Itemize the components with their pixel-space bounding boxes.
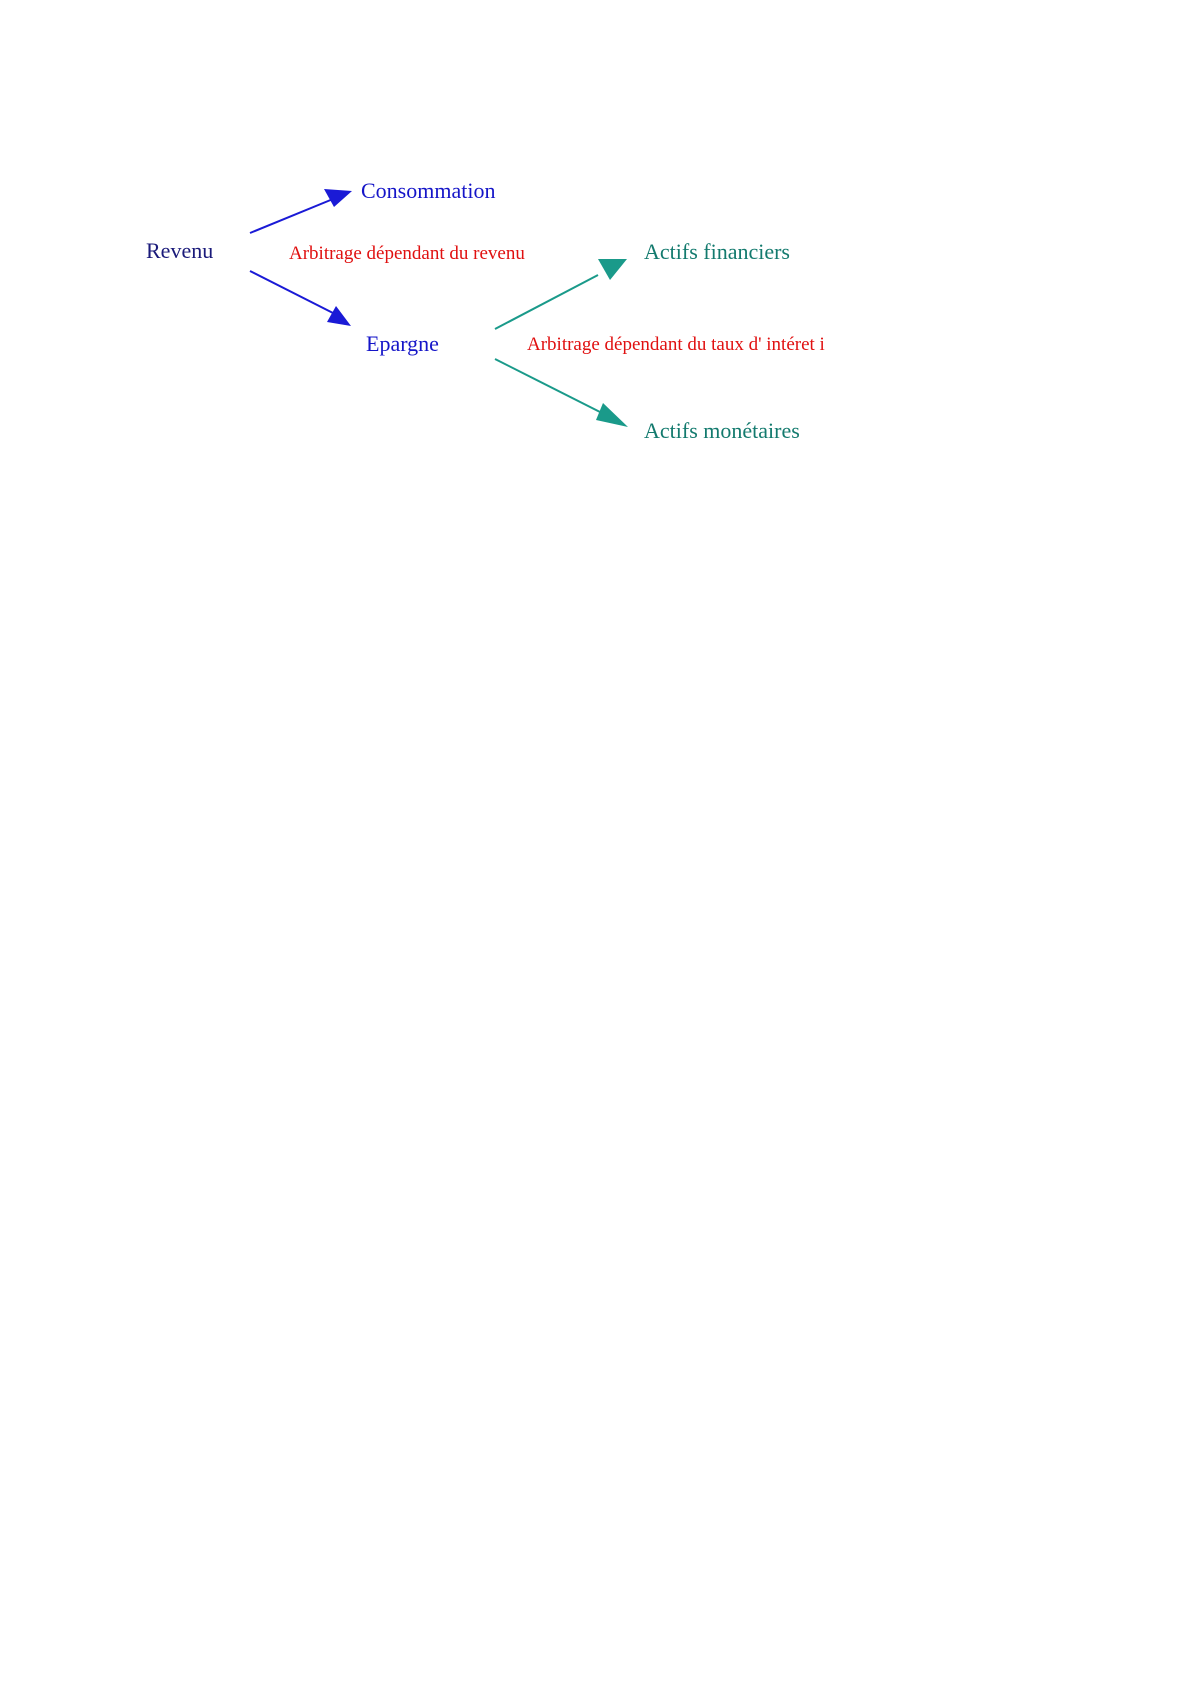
node-actifs-monetaires: Actifs monétaires bbox=[644, 418, 800, 443]
node-actifs-financiers: Actifs financiers bbox=[644, 239, 790, 264]
arrow-revenu-to-epargne bbox=[250, 271, 351, 326]
node-consommation: Consommation bbox=[361, 178, 495, 203]
node-revenu: Revenu bbox=[146, 238, 213, 263]
annotation-arbitrage-revenu: Arbitrage dépendant du revenu bbox=[289, 243, 525, 264]
node-epargne: Epargne bbox=[366, 331, 439, 356]
arrow-epargne-to-actifs-financiers bbox=[495, 259, 627, 329]
arrow-epargne-to-actifs-monetaires bbox=[495, 359, 628, 427]
annotation-arbitrage-taux: Arbitrage dépendant du taux d' intéret i bbox=[527, 334, 825, 355]
arrow-revenu-to-consommation bbox=[250, 189, 352, 233]
